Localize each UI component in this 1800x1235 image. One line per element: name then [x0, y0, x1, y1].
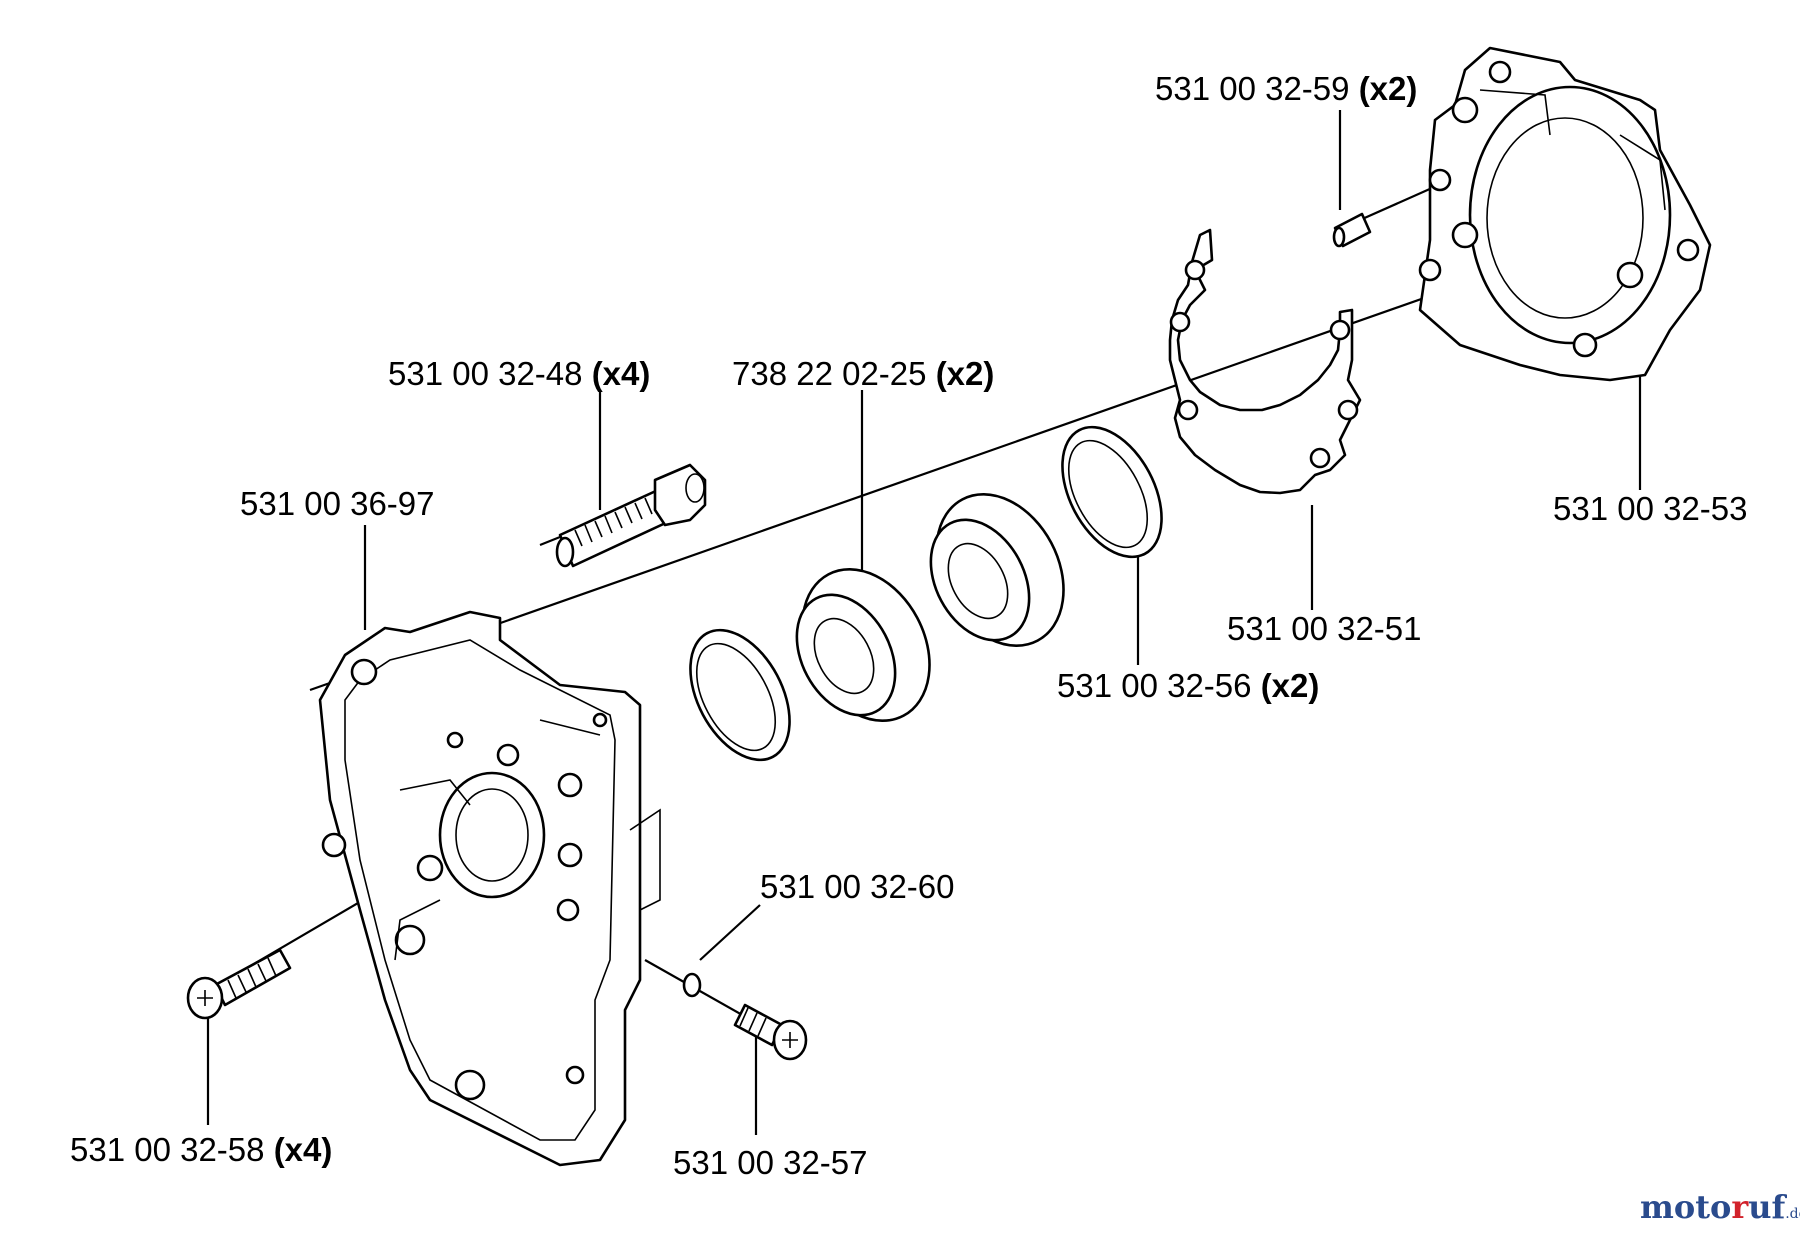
- part-number: 531 00 32-56: [1057, 667, 1252, 704]
- part-number: 531 00 36-97: [240, 485, 435, 522]
- part-label-5310032-57: 531 00 32-57: [673, 1146, 868, 1179]
- part-number: 531 00 32-60: [760, 868, 955, 905]
- part-number: 531 00 32-53: [1553, 490, 1748, 527]
- bolt-long: [555, 463, 707, 568]
- bearing-right: [929, 492, 1065, 648]
- part-label-5310032-59: 531 00 32-59 (x2): [1155, 72, 1417, 105]
- watermark-part1: moto: [1640, 1188, 1732, 1226]
- part-quantity: (x2): [1358, 70, 1418, 107]
- leader-lines: [206, 110, 1642, 1135]
- part-label-5310032-56: 531 00 32-56 (x2): [1057, 669, 1319, 702]
- seal-ring-left: [689, 628, 791, 762]
- crankcase-half-right: [1418, 46, 1712, 382]
- part-label-5310032-60: 531 00 32-60: [760, 870, 955, 903]
- washer: [682, 972, 702, 998]
- part-label-5310036-97: 531 00 36-97: [240, 487, 435, 520]
- seal-ring-right: [1061, 425, 1163, 559]
- site-watermark: motoruf.de: [1640, 1188, 1800, 1226]
- watermark-part3: uf: [1748, 1188, 1786, 1226]
- gasket: [1168, 228, 1362, 495]
- dowel-pin: [1332, 212, 1372, 248]
- screw-small: [733, 1003, 808, 1061]
- watermark-part2: r: [1731, 1188, 1749, 1226]
- part-number: 531 00 32-59: [1155, 70, 1350, 107]
- part-number: 531 00 32-51: [1227, 610, 1422, 647]
- part-number: 531 00 32-48: [388, 355, 583, 392]
- part-number: 531 00 32-57: [673, 1144, 868, 1181]
- part-quantity: (x4): [591, 355, 651, 392]
- part-label-5310032-58: 531 00 32-58 (x4): [70, 1133, 332, 1166]
- part-number: 738 22 02-25: [732, 355, 927, 392]
- part-label-5310032-51: 531 00 32-51: [1227, 612, 1422, 645]
- bearing-left: [795, 567, 931, 723]
- part-quantity: (x2): [935, 355, 995, 392]
- part-label-5310032-53: 531 00 32-53: [1553, 492, 1748, 525]
- part-label-5310032-48: 531 00 32-48 (x4): [388, 357, 650, 390]
- part-quantity: (x4): [273, 1131, 333, 1168]
- screw-large: [186, 948, 292, 1020]
- watermark-part4: .de: [1785, 1206, 1800, 1222]
- part-number: 531 00 32-58: [70, 1131, 265, 1168]
- part-quantity: (x2): [1260, 667, 1320, 704]
- crankcase-half-left: [318, 610, 661, 1167]
- part-label-7382202-25: 738 22 02-25 (x2): [732, 357, 994, 390]
